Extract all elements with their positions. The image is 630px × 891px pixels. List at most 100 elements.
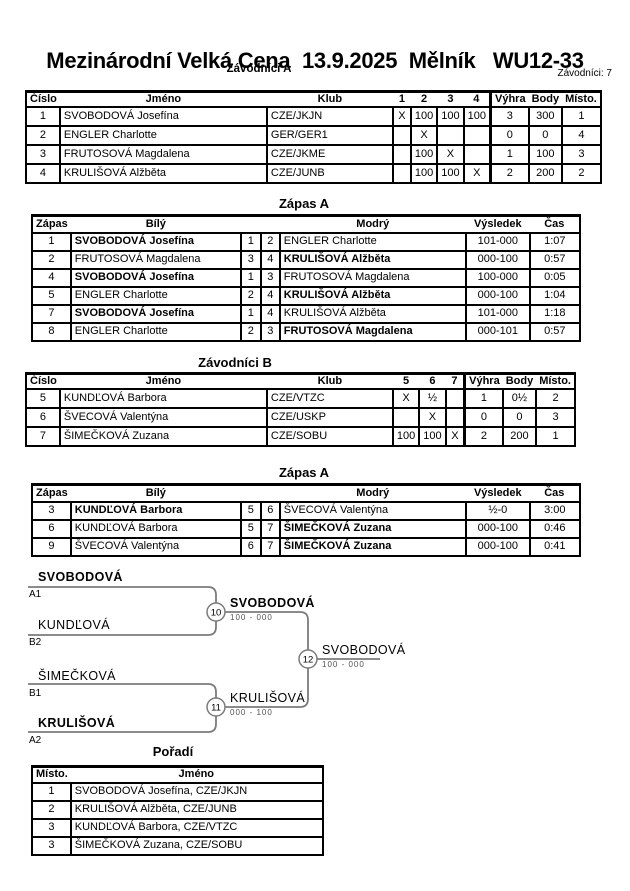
cell: CZE/JUNB [265, 162, 394, 184]
cell: 8 [31, 321, 72, 342]
bracket-seed: A2 [29, 735, 42, 746]
cell: 1:07 [528, 231, 581, 252]
column-header: Místo. [562, 91, 601, 108]
column-header: Výsledek [465, 215, 530, 234]
column-header: Číslo [26, 91, 60, 108]
bracket-player: KRULIŠOVÁ [38, 716, 116, 730]
cell: ŠIMEČKOVÁ Zuzana, CZE/SOBU [69, 835, 324, 856]
ranking-heading: Pořadí [152, 744, 194, 759]
table-row: 3 KUNDĽOVÁ Barbora, CZE/VTZC [31, 817, 324, 838]
bracket-player: KUNDĽOVÁ [38, 618, 110, 632]
cell: 6 [259, 500, 281, 521]
column-header: Místo. [32, 766, 71, 784]
column-header: 7 [445, 373, 465, 390]
column-header: 4 [463, 91, 491, 108]
cell: X [444, 425, 466, 447]
column-header: Jméno [70, 766, 323, 784]
table-row: 6 ŠVECOVÁ Valentýna CZE/USKP X 0 0 3 [25, 406, 576, 428]
cell: 100 [418, 425, 447, 447]
bracket-line [28, 683, 217, 698]
table-row: 2 ENGLER Charlotte GER/GER1 X 0 0 4 [25, 124, 602, 146]
cell: 100 [409, 105, 439, 127]
table-row: 6 KUNDĽOVÁ Barbora 5 7 ŠIMEČKOVÁ Zuzana … [31, 518, 581, 539]
column-header: Body [528, 91, 563, 108]
cell: 5 [25, 387, 61, 409]
table-row: 9 ŠVECOVÁ Valentýna 6 7 ŠIMEČKOVÁ Zuzana… [31, 536, 581, 557]
ranking-table: Místo. Jméno 1 SVOBODOVÁ Josefína, CZE/J… [31, 765, 324, 856]
column-header [260, 215, 280, 234]
cell: 000-100 [464, 536, 531, 557]
table-row: 1 SVOBODOVÁ Josefína CZE/JKJN X 100 100 … [25, 105, 602, 127]
cell: 2 [239, 321, 262, 342]
cell: 9 [31, 536, 72, 557]
table-header-row: Místo. Jméno [32, 766, 323, 784]
cell: 1 [239, 231, 262, 252]
cell: 0:05 [528, 267, 581, 288]
cell: CZE/SOBU [265, 425, 394, 447]
cell: ENGLER Charlotte [58, 124, 268, 146]
bracket-score: 100 - 000 [322, 660, 365, 669]
cell: 3 [25, 143, 61, 165]
column-header: 3 [437, 91, 464, 108]
elimination-bracket: 10 11 12 SVOBODOVÁ A1 KUNDĽOVÁ B2 SVOBOD… [0, 570, 420, 755]
cell [391, 406, 421, 428]
cell: 2 [25, 124, 61, 146]
cell: SVOBODOVÁ Josefína, CZE/JKJN [69, 781, 324, 802]
cell: 3 [535, 406, 576, 428]
cell: 200 [527, 162, 564, 184]
cell: SVOBODOVÁ Josefína [69, 267, 242, 288]
table-header-row: Zápas Bílý Modrý Výsledek Čas [32, 215, 580, 234]
cell: FRUTOSOVÁ Magdalena [278, 321, 467, 342]
cell: KUNDĽOVÁ Barbora [58, 387, 268, 409]
bracket-score: 100 - 000 [230, 613, 273, 622]
column-header: Klub [266, 91, 393, 108]
cell: 0 [463, 406, 504, 428]
bracket-line [225, 668, 309, 708]
bracket-score: 000 - 100 [230, 708, 273, 717]
cell: KRULIŠOVÁ Alžběta [278, 249, 467, 270]
cell: 7 [259, 518, 281, 539]
cell: ENGLER Charlotte [69, 321, 242, 342]
cell: 3 [31, 500, 72, 521]
table-row: 3 KUNDĽOVÁ Barbora 5 6 ŠVECOVÁ Valentýna… [31, 500, 581, 521]
cell: ŠIMEČKOVÁ Zuzana [278, 536, 467, 557]
cell: X [462, 162, 492, 184]
column-header [260, 484, 280, 503]
group-b-table: Číslo Jméno Klub 5 6 7 Výhra Body Místo.… [25, 372, 576, 447]
cell: 4 [259, 249, 281, 270]
column-header: Zápas [32, 484, 71, 503]
cell: 100-000 [464, 267, 531, 288]
cell [391, 124, 412, 146]
column-header: Klub [266, 373, 393, 390]
table-row: 1 SVOBODOVÁ Josefína 1 2 ENGLER Charlott… [31, 231, 581, 252]
match-number: 10 [211, 608, 222, 619]
table-row: 3 FRUTOSOVÁ Magdalena CZE/JKME 100 X 1 1… [25, 143, 602, 165]
competitors-count: Závodníci: 7 [557, 68, 612, 79]
cell: X [418, 406, 447, 428]
column-header: Bílý [70, 215, 241, 234]
cell: X [391, 387, 421, 409]
cell: 4 [25, 162, 61, 184]
column-header: Číslo [26, 373, 60, 390]
match-a-heading: Zápas A [278, 196, 330, 211]
column-header: Bílý [70, 484, 241, 503]
cell [444, 387, 466, 409]
column-header: Zápas [32, 215, 71, 234]
cell: 000-101 [464, 321, 531, 342]
cell: ½-0 [464, 500, 531, 521]
bracket-champion: SVOBODOVÁ [322, 643, 406, 657]
column-header: Místo. [536, 373, 575, 390]
cell: 1 [561, 105, 602, 127]
group-a-table: Číslo Jméno Klub 1 2 3 4 Výhra Body Míst… [25, 90, 602, 184]
cell: 4 [31, 267, 72, 288]
cell [436, 124, 465, 146]
column-header [240, 215, 261, 234]
cell: 4 [259, 303, 281, 324]
cell: KUNDĽOVÁ Barbora [69, 518, 242, 539]
cell: 3 [561, 143, 602, 165]
table-row: 8 ENGLER Charlotte 2 3 FRUTOSOVÁ Magdale… [31, 321, 581, 342]
match-number-circle [206, 602, 226, 622]
table-row: 3 ŠIMEČKOVÁ Zuzana, CZE/SOBU [31, 835, 324, 856]
cell: 2 [31, 249, 72, 270]
